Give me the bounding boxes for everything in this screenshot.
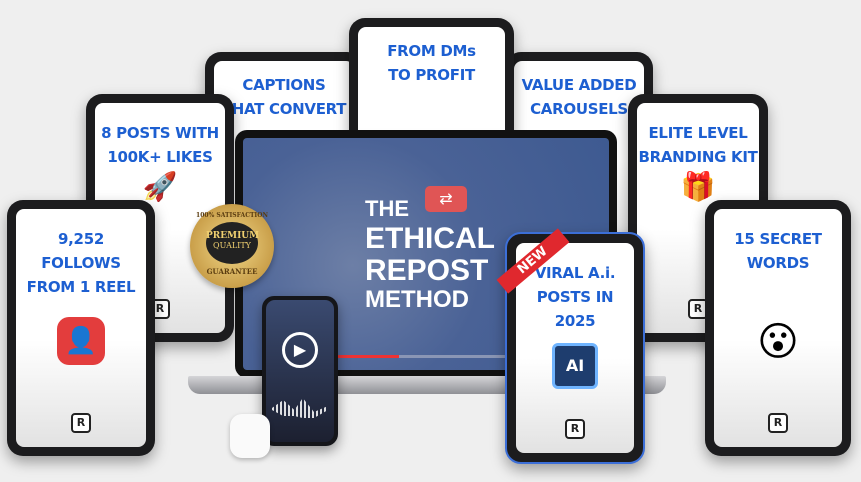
repost-icon: ⇄: [425, 186, 467, 212]
brand-logo-icon: R: [768, 413, 788, 433]
audio-waveform-icon: [272, 398, 328, 418]
brand-logo-icon: R: [565, 419, 585, 439]
badge-bottom-text: GUARANTEE: [206, 267, 258, 276]
rocket-icon: 🚀: [142, 170, 178, 203]
title-the: THE: [365, 196, 409, 221]
badge-quality-text: QUALITY: [213, 241, 251, 250]
play-button-icon[interactable]: ▶: [282, 332, 318, 368]
badge-top-text: 100% SATISFACTION: [196, 212, 268, 219]
ai-chip-icon: AI: [552, 343, 598, 389]
add-user-icon: 👤: [57, 317, 105, 365]
premium-quality-badge: 100% SATISFACTION PREMIUM QUALITY GUARAN…: [190, 204, 274, 288]
title-repost: REPOST: [365, 254, 489, 287]
smartphone: ▶: [262, 296, 338, 446]
gift-box-icon: 🎁: [680, 170, 716, 203]
tablet-title: VIRAL A.i.POSTS IN 2025: [534, 264, 616, 330]
surprised-emoji-icon: 😮: [757, 319, 799, 365]
badge-premium-text: PREMIUM: [206, 231, 260, 241]
title-method: METHOD: [365, 286, 469, 313]
title-ethical: ETHICAL: [365, 222, 495, 255]
brand-logo-icon: R: [71, 413, 91, 433]
airpods-case: [230, 414, 270, 458]
